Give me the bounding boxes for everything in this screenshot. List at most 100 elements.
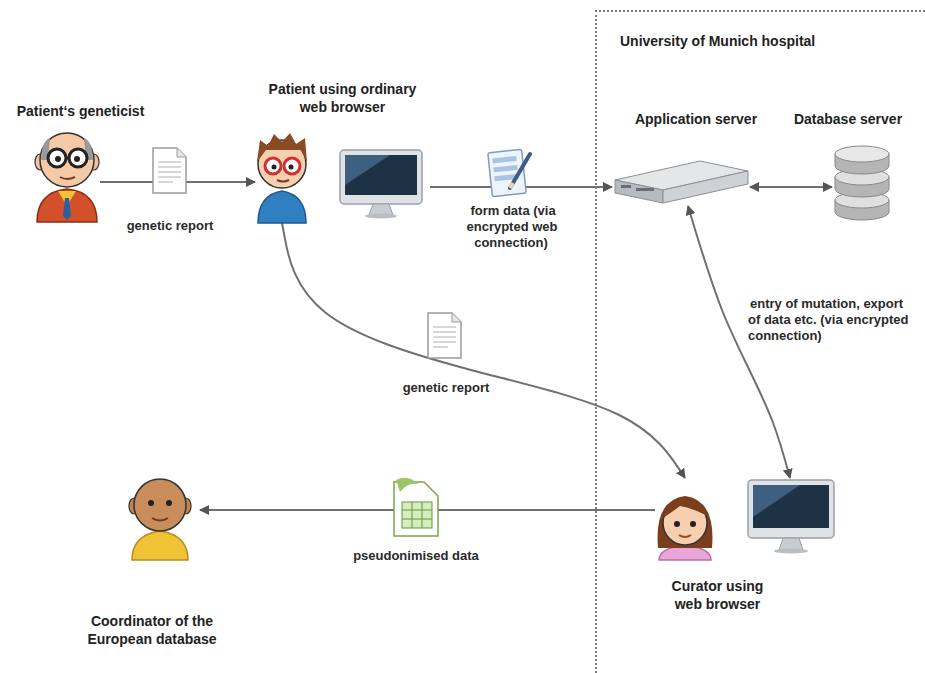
edge-label: entry of mutation, export of data etc. (… [748,296,908,343]
curator-figure [658,496,713,548]
document-icon [433,342,456,343]
database-icon [835,146,889,162]
curator-figure [690,521,696,527]
computer-monitor [774,549,808,554]
geneticist-figure [69,149,87,167]
computer-monitor [369,204,393,215]
geneticist-figure [60,177,75,179]
spreadsheet-icon [396,478,418,492]
patient-figure [284,158,300,174]
document-icon [158,172,181,173]
connector-arrow [750,186,832,188]
spreadsheet-icon [402,502,432,528]
actor-figure: Coordinator of the European database [120,478,200,560]
geneticist-figure [74,156,80,162]
label-holder: form data (via encrypted web connection) [452,203,572,251]
database-icon [835,146,889,220]
computer-monitor [748,480,834,554]
node-heading: Application server [616,110,776,128]
coordinator-figure [152,518,168,521]
coordinator-figure [134,479,186,531]
node-heading: Patient‘s geneticist [1,102,161,120]
document-icon [433,327,456,328]
document-icon [428,313,461,358]
document-icon [433,337,456,338]
geneticist-figure [66,157,69,160]
computer-monitor [779,538,803,550]
curator-figure [679,535,691,537]
node-heading: Curator using web browser [663,577,773,613]
spreadsheet-icon [394,478,438,536]
label-holder: entry of mutation, export of data etc. (… [748,296,918,344]
document-icon [428,313,461,358]
edge-label: genetic report [125,218,216,233]
server-icon [615,161,748,203]
spreadsheet-icon [422,502,423,528]
node-heading: Coordinator of the European database [77,612,227,648]
label-holder: genetic report [110,218,230,234]
curator-figure [658,496,713,560]
patient-figure [257,133,307,162]
geneticist-figure [48,149,66,167]
computer-monitor [748,480,834,538]
computer-monitor [753,485,800,517]
coordinator-figure [132,531,188,560]
server-icon [663,171,748,203]
database-box: Database server [832,150,894,222]
patient-figure [257,133,307,223]
label-holder: genetic report [386,380,506,396]
geneticist-figure [35,133,99,222]
document-icon [452,313,461,322]
spreadsheet-icon [412,502,413,528]
form-icon [488,149,530,196]
form-icon [493,165,517,172]
spreadsheet-icon [402,510,432,511]
document-icon [158,182,173,183]
coordinator-figure [148,500,154,506]
coordinator-figure [166,500,172,506]
document-icon [177,148,186,157]
edge-label: form data (via encrypted web connection) [466,203,557,250]
form-icon [510,154,530,188]
computer-monitor [345,155,390,185]
patient-figure [265,158,281,174]
edge-label: pseudonimised data [351,548,481,563]
document-icon [433,347,448,348]
actor-figure: Patient using ordinary web browser [255,128,430,223]
computer-monitor [340,150,422,219]
server-icon [615,180,663,203]
patient-figure [289,165,294,170]
actor-figure: Patient‘s geneticist [35,128,100,223]
edge-label: genetic report [401,380,492,395]
document-icon [433,332,456,333]
server-box: Application server [612,158,750,206]
geneticist-figure [63,198,71,220]
document-icon [158,177,181,178]
actor-figure: Curator using web browser [655,478,840,560]
geneticist-figure [37,189,97,222]
document-icon [158,162,181,163]
label-holder: pseudonimised data [336,548,496,564]
geneticist-figure [55,156,61,162]
coordinator-figure [129,479,191,560]
server-icon [636,188,654,191]
curator-figure [674,521,680,527]
patient-figure [272,165,277,170]
server-icon [621,185,631,188]
patient-figure [277,180,289,182]
computer-monitor [753,485,829,528]
curator-figure [663,499,708,518]
computer-monitor [340,150,422,204]
connector-arrow [282,223,685,478]
document-icon [158,167,181,168]
document-icon [153,148,186,193]
node-heading: Database server [783,110,913,128]
document-icon [153,148,186,193]
node-heading: Patient using ordinary web browser [255,80,430,116]
region-heading: University of Munich hospital [620,32,900,50]
spreadsheet-icon [402,519,432,520]
form-icon [492,156,516,163]
geneticist-figure [40,133,94,187]
